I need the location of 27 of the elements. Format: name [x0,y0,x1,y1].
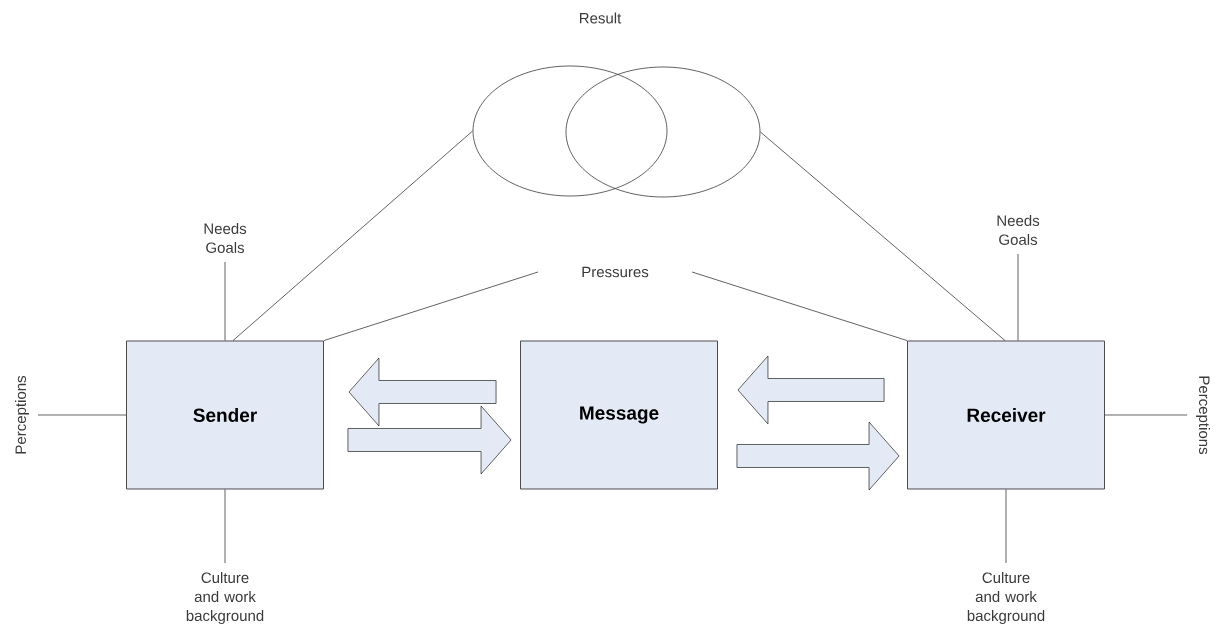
connector-line [37,414,127,416]
process-box: Sender [126,340,324,490]
connector-line [1017,253,1019,341]
block-arrow [348,357,497,427]
factor-label: Pressures [582,266,649,278]
process-box: Receiver [907,340,1105,490]
ellipse [472,65,668,197]
connector-line [760,131,1006,341]
factor-label: Perceptions [1196,376,1210,455]
factor-label: Needs Goals [997,215,1040,245]
factor-label: Culture and work background [967,572,1045,624]
block-arrow [347,405,512,475]
connector-line [224,261,226,341]
block-arrow [737,355,885,425]
factor-label: Perceptions [15,375,29,454]
connector-line [323,271,539,341]
process-box: Message [520,340,718,490]
connector-line [1005,489,1007,564]
factor-label: Needs Goals [204,223,247,253]
connector-line [224,489,226,564]
ellipse [565,66,761,198]
connector-line [1104,414,1188,416]
factor-label: Culture and work background [186,572,264,624]
connector-line [691,271,908,341]
connector-line [232,130,473,341]
block-arrow [736,421,900,491]
title-text: Result [579,12,622,24]
